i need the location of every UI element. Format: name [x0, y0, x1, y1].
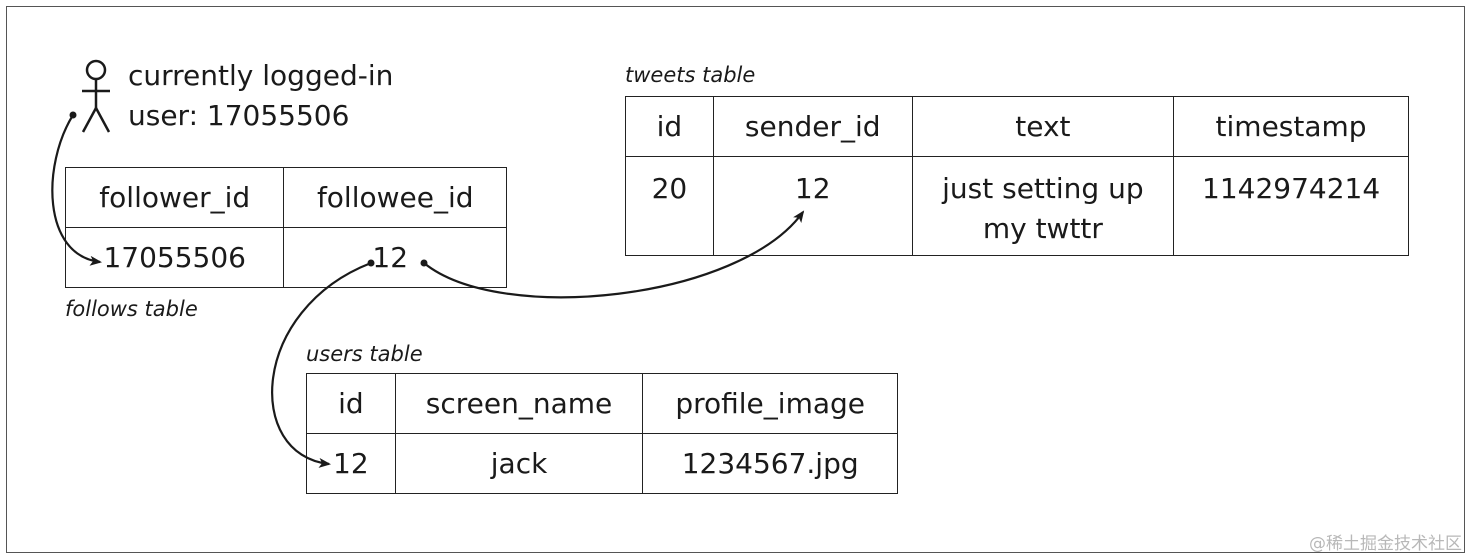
- table-header-row: id screen_name profile_image: [306, 373, 898, 434]
- watermark: @稀土掘金技术社区: [1309, 534, 1462, 554]
- table-cell: 12: [283, 227, 507, 288]
- current-user-label: currently logged-in user: 17055506: [128, 56, 393, 136]
- follows-table: follower_id followee_id 17055506 12: [64, 167, 507, 288]
- users-table-caption: users table: [306, 342, 423, 366]
- column-header: text: [911, 96, 1175, 157]
- column-header: timestamp: [1173, 96, 1409, 157]
- column-header: followee_id: [283, 167, 507, 228]
- table-header-row: follower_id followee_id: [64, 167, 507, 228]
- table-cell: 1234567.jpg: [642, 433, 898, 494]
- table-cell: 12: [306, 433, 396, 494]
- column-header: id: [625, 96, 714, 157]
- table-cell: just setting up my twttr: [911, 156, 1175, 256]
- users-table: id screen_name profile_image 12 jack 123…: [306, 373, 898, 494]
- table-header-row: id sender_id text timestamp: [625, 96, 1409, 157]
- table-cell: 1142974214: [1173, 156, 1409, 256]
- table-cell: 20: [625, 156, 714, 256]
- diagram-frame: [6, 6, 1465, 553]
- current-user-line1: currently logged-in: [128, 59, 394, 92]
- user-icon: [81, 59, 111, 133]
- table-row: 20 12 just setting up my twttr 114297421…: [625, 156, 1409, 256]
- follows-table-caption: follows table: [65, 297, 198, 321]
- table-cell: 17055506: [64, 227, 285, 288]
- tweets-table-caption: tweets table: [625, 63, 756, 87]
- column-header: sender_id: [712, 96, 913, 157]
- table-cell: jack: [394, 433, 644, 494]
- tweets-table: id sender_id text timestamp 20 12 just s…: [625, 96, 1409, 256]
- column-header: screen_name: [394, 373, 644, 434]
- table-cell: 12: [712, 156, 913, 256]
- current-user-line2: user: 17055506: [128, 99, 350, 132]
- column-header: profile_image: [642, 373, 898, 434]
- column-header: follower_id: [64, 167, 285, 228]
- table-row: 12 jack 1234567.jpg: [306, 433, 898, 494]
- table-row: 17055506 12: [64, 227, 507, 288]
- column-header: id: [306, 373, 396, 434]
